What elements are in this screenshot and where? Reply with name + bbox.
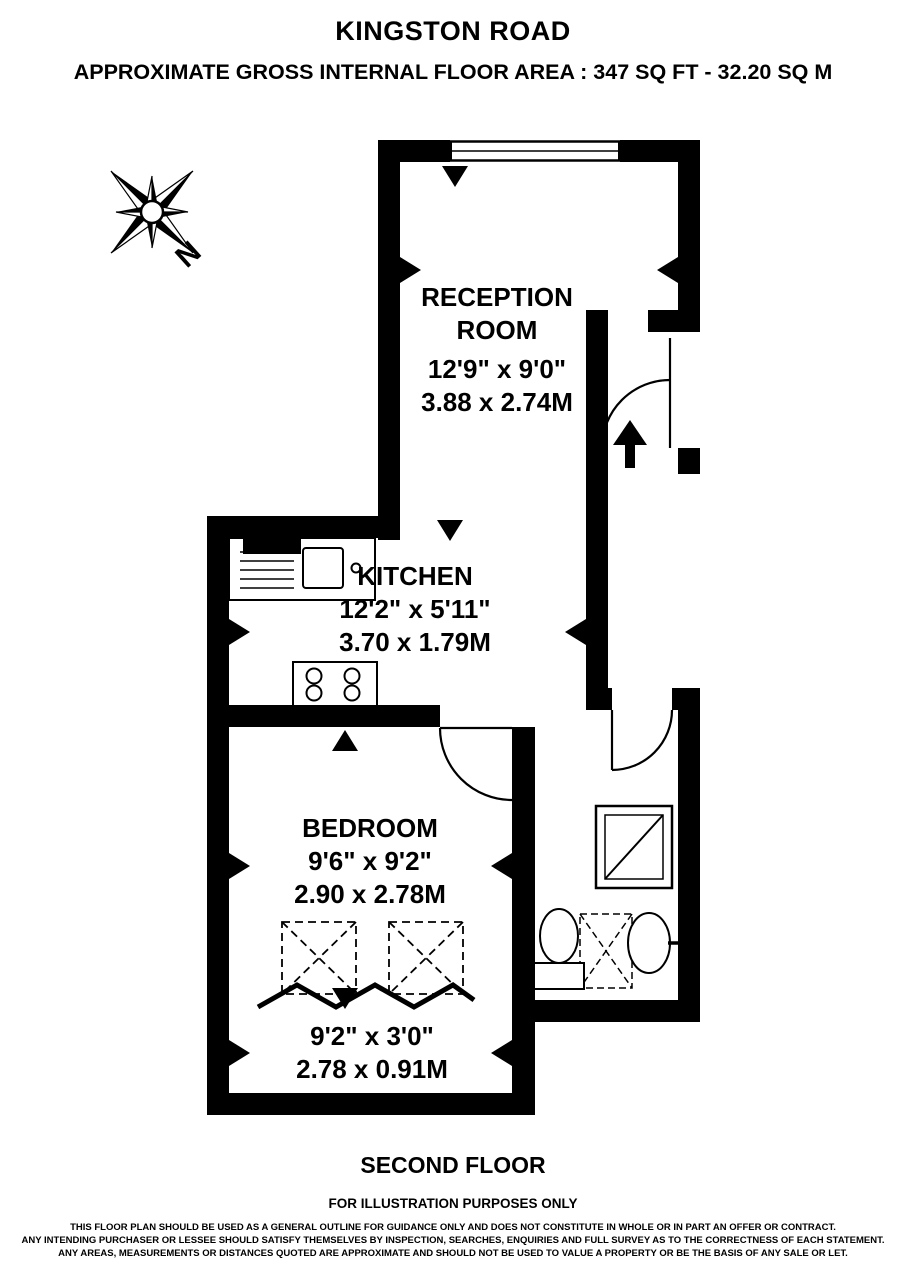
wall [207, 1093, 535, 1115]
dimension-arrow [229, 853, 250, 879]
wall [512, 727, 535, 1115]
disclaimer: THIS FLOOR PLAN SHOULD BE USED AS A GENE… [0, 1221, 906, 1260]
kitchen-label: KITCHEN 12'2" x 5'11" 3.70 x 1.79M [339, 560, 491, 659]
room-name: KITCHEN [357, 561, 473, 591]
wall [678, 688, 700, 1022]
kitchen-unit [243, 538, 301, 554]
shower [594, 804, 674, 890]
room-dims-imperial: 12'2" x 5'11" [339, 594, 491, 624]
disclaimer-line: THIS FLOOR PLAN SHOULD BE USED AS A GENE… [70, 1222, 836, 1233]
dimension-arrow [400, 257, 421, 283]
room-dims-imperial: 9'6" x 9'2" [308, 846, 432, 876]
toilet [533, 908, 585, 990]
wall [207, 516, 400, 538]
hob [292, 661, 378, 707]
compass-north-label: N [169, 235, 208, 275]
disclaimer-line: ANY AREAS, MEASUREMENTS OR DISTANCES QUO… [58, 1248, 848, 1259]
dimension-arrow [657, 257, 678, 283]
room-dims-metric: 3.70 x 1.79M [339, 627, 491, 657]
room-name: RECEPTION ROOM [421, 282, 573, 345]
bedroom-label: BEDROOM 9'6" x 9'2" 2.90 x 2.78M [294, 812, 446, 911]
dimension-arrow [491, 853, 512, 879]
window [450, 140, 620, 162]
bathroom-door-arc [610, 709, 674, 772]
wall [207, 516, 229, 1115]
entry-door-arc [600, 338, 672, 449]
room-dims-imperial: 9'2" x 3'0" [310, 1021, 434, 1051]
wardrobe-box [281, 921, 464, 995]
wall [378, 140, 400, 540]
dimension-arrow [442, 166, 468, 187]
dimension-arrow [229, 1040, 250, 1066]
wardrobe-label: 9'2" x 3'0" 2.78 x 0.91M [296, 1020, 448, 1086]
wall [648, 310, 700, 332]
floor-label: SECOND FLOOR [360, 1152, 546, 1178]
wall [586, 688, 612, 710]
reception-room-label: RECEPTION ROOM 12'9" x 9'0" 3.88 x 2.74M [382, 281, 612, 419]
dimension-arrow [229, 619, 250, 645]
room-dims-metric: 3.88 x 2.74M [421, 387, 573, 417]
dimension-arrow [332, 730, 358, 751]
wall [512, 1000, 700, 1022]
room-name: BEDROOM [302, 813, 438, 843]
bedroom-door-arc [438, 726, 513, 802]
page-subtitle: APPROXIMATE GROSS INTERNAL FLOOR AREA : … [73, 60, 833, 84]
room-dims-imperial: 12'9" x 9'0" [427, 354, 567, 384]
dimension-arrow [491, 1040, 512, 1066]
room-dims-metric: 2.90 x 2.78M [294, 879, 446, 909]
wall [678, 140, 700, 332]
dimension-arrow [565, 619, 586, 645]
basin [627, 912, 678, 974]
page-title: KINGSTON ROAD [335, 16, 571, 46]
wardrobe-rail-zigzag [256, 982, 476, 1010]
illustration-note: FOR ILLUSTRATION PURPOSES ONLY [328, 1196, 578, 1211]
dimension-arrow [437, 520, 463, 541]
dimension-arrow [332, 988, 358, 1009]
wall [207, 705, 440, 727]
disclaimer-line: ANY INTENDING PURCHASER OR LESSEE SHOULD… [21, 1235, 885, 1246]
room-dims-metric: 2.78 x 0.91M [296, 1054, 448, 1084]
cupboard-box [579, 913, 633, 989]
wall [678, 448, 700, 474]
entry-arrow-icon [613, 420, 647, 468]
